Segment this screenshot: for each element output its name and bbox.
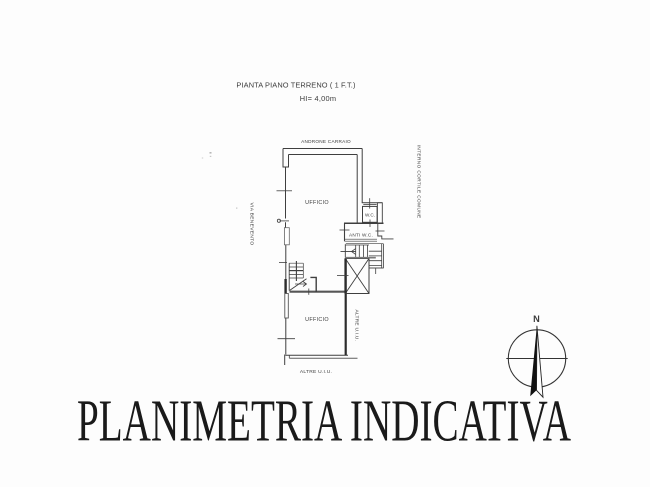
svg-text:N: N <box>533 314 540 324</box>
svg-text:PIANTA PIANO TERRENO ( 1 F.T.): PIANTA PIANO TERRENO ( 1 F.T.) <box>236 80 355 89</box>
svg-text:INTERNO CORTILE COMUNE: INTERNO CORTILE COMUNE <box>417 145 422 219</box>
svg-text:ANTI W.C.: ANTI W.C. <box>349 233 373 238</box>
svg-text:ALTRE U.I.U.: ALTRE U.I.U. <box>354 310 360 342</box>
svg-text:UFFICIO: UFFICIO <box>305 317 329 323</box>
svg-text:ANDRONE CARRAIO: ANDRONE CARRAIO <box>301 139 351 144</box>
svg-text:UFFICIO: UFFICIO <box>305 200 329 206</box>
svg-text:W.C.: W.C. <box>365 213 375 218</box>
svg-text:PLANIMETRIA INDICATIVA: PLANIMETRIA INDICATIVA <box>77 388 571 454</box>
svg-text:ALTRE U.I.U.: ALTRE U.I.U. <box>300 369 332 375</box>
svg-text:VIA BENEVENTO: VIA BENEVENTO <box>249 203 255 246</box>
svg-text:HI= 4,00m: HI= 4,00m <box>300 94 337 103</box>
